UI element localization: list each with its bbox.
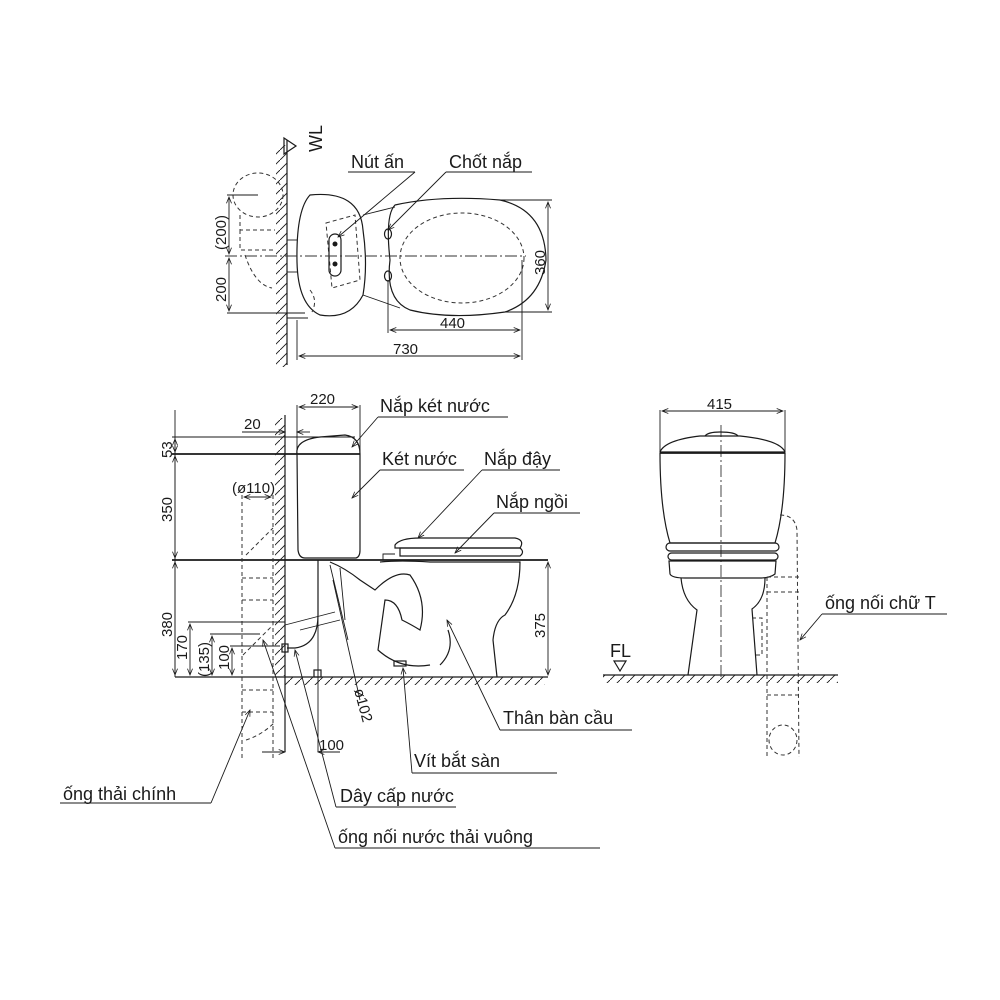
seat-outline: [399, 547, 524, 557]
tank-lid-outline: [296, 434, 361, 455]
dim-220: 220: [310, 391, 335, 408]
dim-350: 350: [159, 497, 176, 522]
tank-outline: [659, 452, 786, 544]
dim-380: 380: [159, 612, 176, 637]
dim-100-inlet: 100: [216, 645, 233, 670]
dim-375: 375: [532, 613, 549, 638]
t-connector-dashed: [752, 514, 801, 758]
tank-lid-outline: [659, 435, 786, 453]
bowl-rim: [668, 560, 777, 579]
water-hose: [287, 560, 319, 649]
cover-outline: [665, 542, 780, 552]
label-body: Thân bàn cầu: [503, 708, 613, 728]
label-t-connector: ống nối chữ T: [825, 593, 936, 613]
cover-outline: [394, 537, 523, 549]
label-tank-lid: Nắp két nước: [380, 395, 490, 416]
dim-outlet-102: ø102: [350, 687, 375, 724]
label-cover: Nắp đậy: [484, 448, 551, 469]
bowl-inner-dashed: [399, 212, 525, 304]
label-lid-hinge: Chốt nắp: [449, 151, 522, 172]
tank-outline: [296, 453, 361, 559]
floor-screw-icon: [393, 660, 407, 667]
pedestal-left: [680, 577, 698, 676]
bowl-outline: [379, 560, 521, 678]
tank-inner-dashed: [325, 214, 361, 289]
pipe-dashed: [239, 215, 275, 289]
dim-pipe-110: (ø110): [232, 480, 275, 497]
fl-marker-icon: [612, 660, 628, 673]
dim-440: 440: [440, 315, 465, 332]
pedestal-right: [751, 577, 766, 676]
label-push-button: Nút ấn: [351, 152, 404, 172]
push-button-icon: [328, 233, 342, 277]
tank-outline: [296, 193, 367, 317]
fl-label: FL: [610, 641, 631, 661]
label-water-hose: Dây cấp nước: [340, 786, 454, 806]
dim-170: 170: [174, 635, 191, 660]
bowl-trap: [329, 561, 431, 667]
label-seat: Nắp ngồi: [496, 491, 568, 512]
dim-200-upper: (200): [213, 215, 230, 250]
label-square-drain: ống nối nước thải vuông: [338, 827, 533, 847]
drain-pipe-dashed: [241, 495, 276, 760]
front-view: FL 415 ống nối chữ T: [603, 396, 947, 758]
dim-415: 415: [707, 396, 732, 413]
label-floor-screw: Vít bắt sàn: [414, 750, 500, 771]
side-view: 220 20 53 350 380 170 (135) 100 (ø110) ø…: [60, 391, 632, 849]
seat-outline: [667, 552, 779, 561]
dim-100-rough: 100: [319, 737, 344, 754]
wl-label: WL: [306, 125, 326, 152]
hinge-icon: [383, 270, 393, 282]
top-view: WL (200) 200: [213, 125, 552, 367]
bowl-outline: [387, 197, 547, 317]
dim-730: 730: [393, 341, 418, 358]
label-tank: Két nước: [382, 449, 457, 469]
label-main-drain: ống thải chính: [63, 784, 176, 804]
dim-53: 53: [159, 441, 176, 458]
wl-marker-icon: [283, 136, 298, 156]
dim-20: 20: [244, 416, 261, 433]
dim-360: 360: [532, 250, 549, 275]
dim-135: (135): [196, 642, 213, 677]
dim-200-lower: 200: [213, 277, 230, 302]
